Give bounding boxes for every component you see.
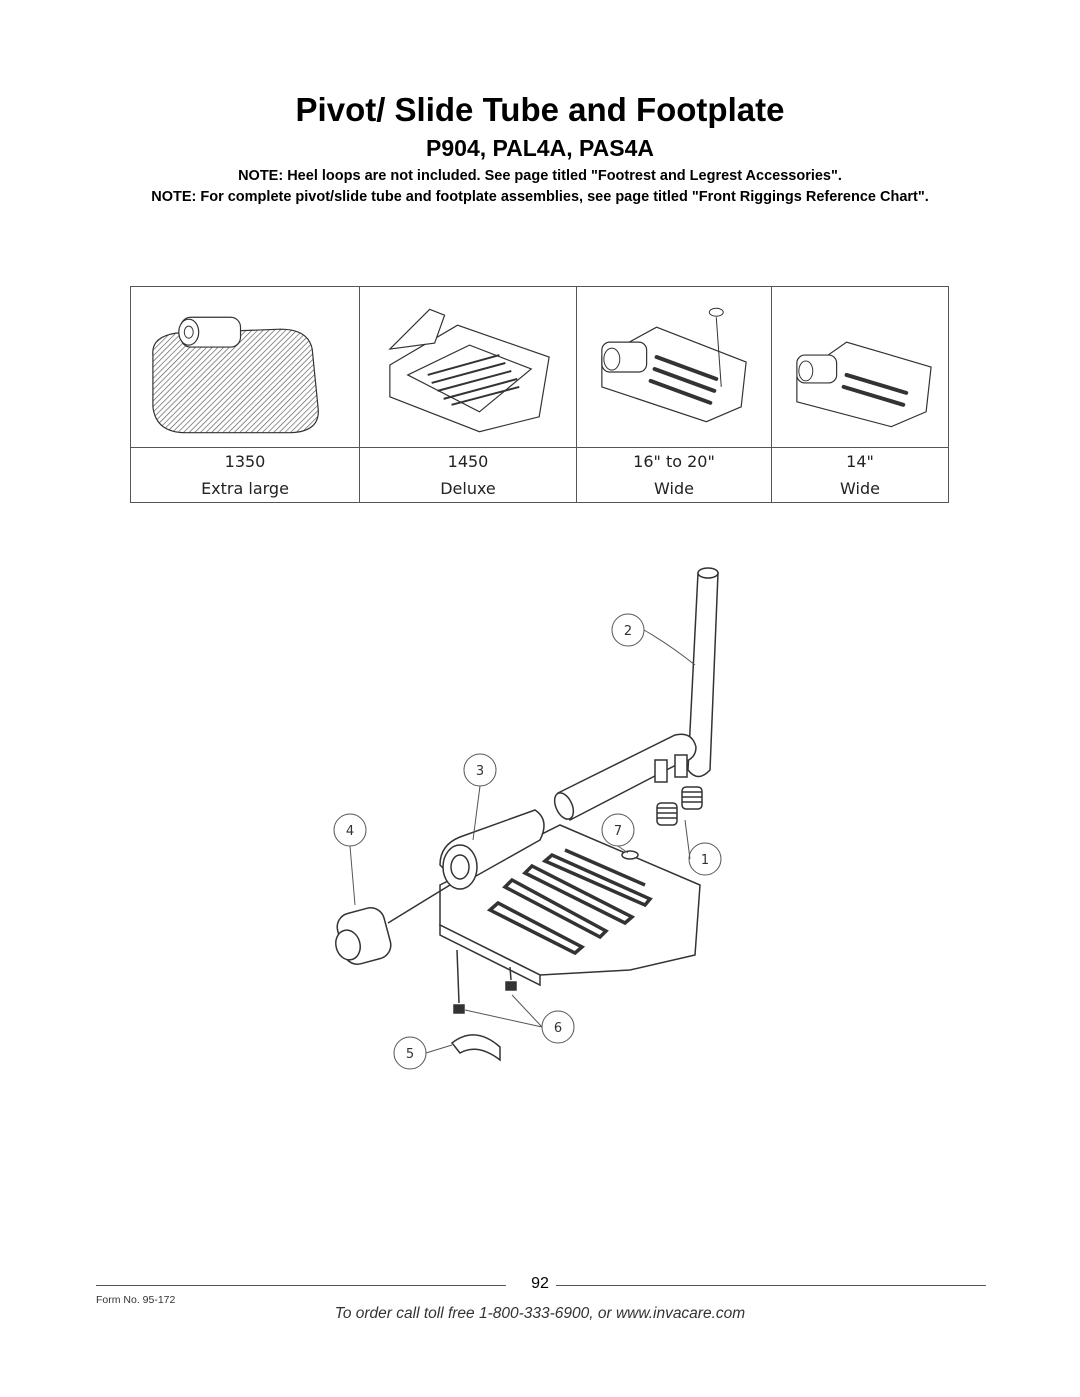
svg-text:1: 1 [701,853,709,868]
note-heel-loops: NOTE: Heel loops are not included. See p… [238,168,842,184]
option-1450-label: 1450 Deluxe [359,447,577,503]
svg-text:7: 7 [614,824,622,839]
heel-clip-part [450,1034,501,1062]
callout-5: 5 [393,1036,427,1070]
callout-3: 3 [463,753,497,787]
callout-4: 4 [333,813,367,847]
callout-6: 6 [541,1010,575,1044]
model-numbers: P904, PAL4A, PAS4A [426,135,654,161]
footplate-wide-16-20-drawing [601,307,747,423]
svg-text:3: 3 [476,764,484,779]
callout-2: 2 [611,613,645,647]
svg-text:2: 2 [624,624,632,639]
svg-text:6: 6 [554,1021,562,1036]
svg-text:4: 4 [346,824,354,839]
option-14-label: 14" Wide [771,447,949,503]
footplate-extra-large-drawing [152,316,319,434]
notes-block: NOTE: Heel loops are not included. See p… [70,166,1010,208]
footplate-options-table: 1350 Extra large 1450 Deluxe 16" to 20" … [130,286,949,503]
footplate-wide-14-drawing [796,341,932,428]
footer-rule-right [556,1285,986,1286]
option-1350-label: 1350 Extra large [130,447,360,503]
page-title: Pivot/ Slide Tube and Footplate [295,91,785,128]
footplate-deluxe-cell [359,286,577,448]
vertical-tube-part [687,572,719,778]
footplate-wide-16-20-cell [576,286,772,448]
option-16-20-label: 16" to 20" Wide [576,447,772,503]
callout-1: 1 [688,842,722,876]
exploded-assembly-diagram: 2 3 4 7 1 6 5 [333,567,722,1070]
page-number: 92 [531,1275,549,1292]
footplate-wide-14-cell [771,286,949,448]
callout-7: 7 [601,813,635,847]
form-number: Form No. 95-172 [96,1294,176,1306]
footplate-extra-large-cell [130,286,360,448]
footplate-deluxe-drawing [388,308,550,433]
note-assemblies: NOTE: For complete pivot/slide tube and … [151,189,929,205]
footer-rule-left [96,1285,506,1286]
bushing-parts [656,786,703,826]
order-info: To order call toll free 1-800-333-6900, … [334,1305,746,1322]
svg-text:5: 5 [406,1047,414,1062]
